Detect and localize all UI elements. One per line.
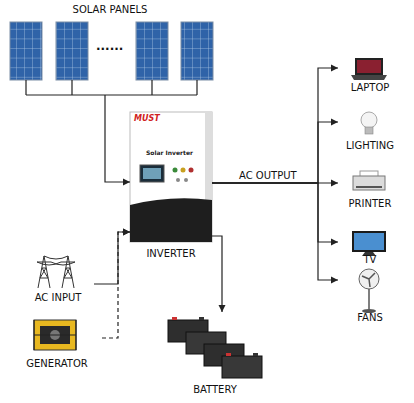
- component-node: BATTERY: [160, 312, 270, 398]
- component-label: TV: [364, 254, 377, 266]
- bulb-icon: [361, 112, 377, 134]
- component-label: SOLAR PANELS: [73, 4, 148, 16]
- component-node: PRINTER: [338, 170, 402, 212]
- component-label: LIGHTING: [346, 140, 394, 152]
- ellipsis-mark: ......: [96, 40, 123, 53]
- component-node: GENERATOR: [12, 312, 102, 372]
- wire-connector: [94, 232, 130, 284]
- component-node: LIGHTING: [338, 110, 402, 154]
- inverter-unit: [130, 112, 212, 242]
- component-label: AC INPUT: [35, 292, 82, 304]
- component-node: AC INPUT: [22, 250, 94, 306]
- solar-panels: [10, 22, 213, 95]
- wire-connector: [212, 183, 338, 242]
- component-node: INVERTER: [130, 112, 212, 262]
- wire-connector: [212, 122, 338, 183]
- device-label: Solar Inverter: [146, 150, 193, 157]
- tv-icon: [352, 231, 386, 256]
- component-node: LAPTOP: [338, 56, 402, 96]
- fan-icon: [359, 269, 379, 313]
- generator-icon: [34, 320, 76, 350]
- wire-connector: [212, 236, 222, 312]
- wire-connector: [212, 68, 338, 183]
- component-node: TV: [338, 228, 402, 268]
- edge-label: AC OUTPUT: [238, 170, 298, 181]
- component-label: FANS: [357, 312, 383, 324]
- component-label: BATTERY: [193, 384, 237, 396]
- brand-logo: MUST: [134, 115, 160, 124]
- battery-bank: [168, 317, 262, 378]
- component-label: INVERTER: [146, 248, 195, 260]
- wire-connector: [212, 183, 338, 280]
- component-label: LAPTOP: [351, 82, 390, 94]
- component-label: PRINTER: [349, 198, 392, 210]
- component-label: GENERATOR: [26, 358, 87, 370]
- printer-icon: [353, 171, 385, 190]
- component-node: FANS: [338, 266, 402, 326]
- power-towers: [37, 256, 75, 288]
- wire-connector: [102, 232, 130, 338]
- wire-connector: [105, 95, 130, 182]
- laptop-icon: [351, 58, 387, 80]
